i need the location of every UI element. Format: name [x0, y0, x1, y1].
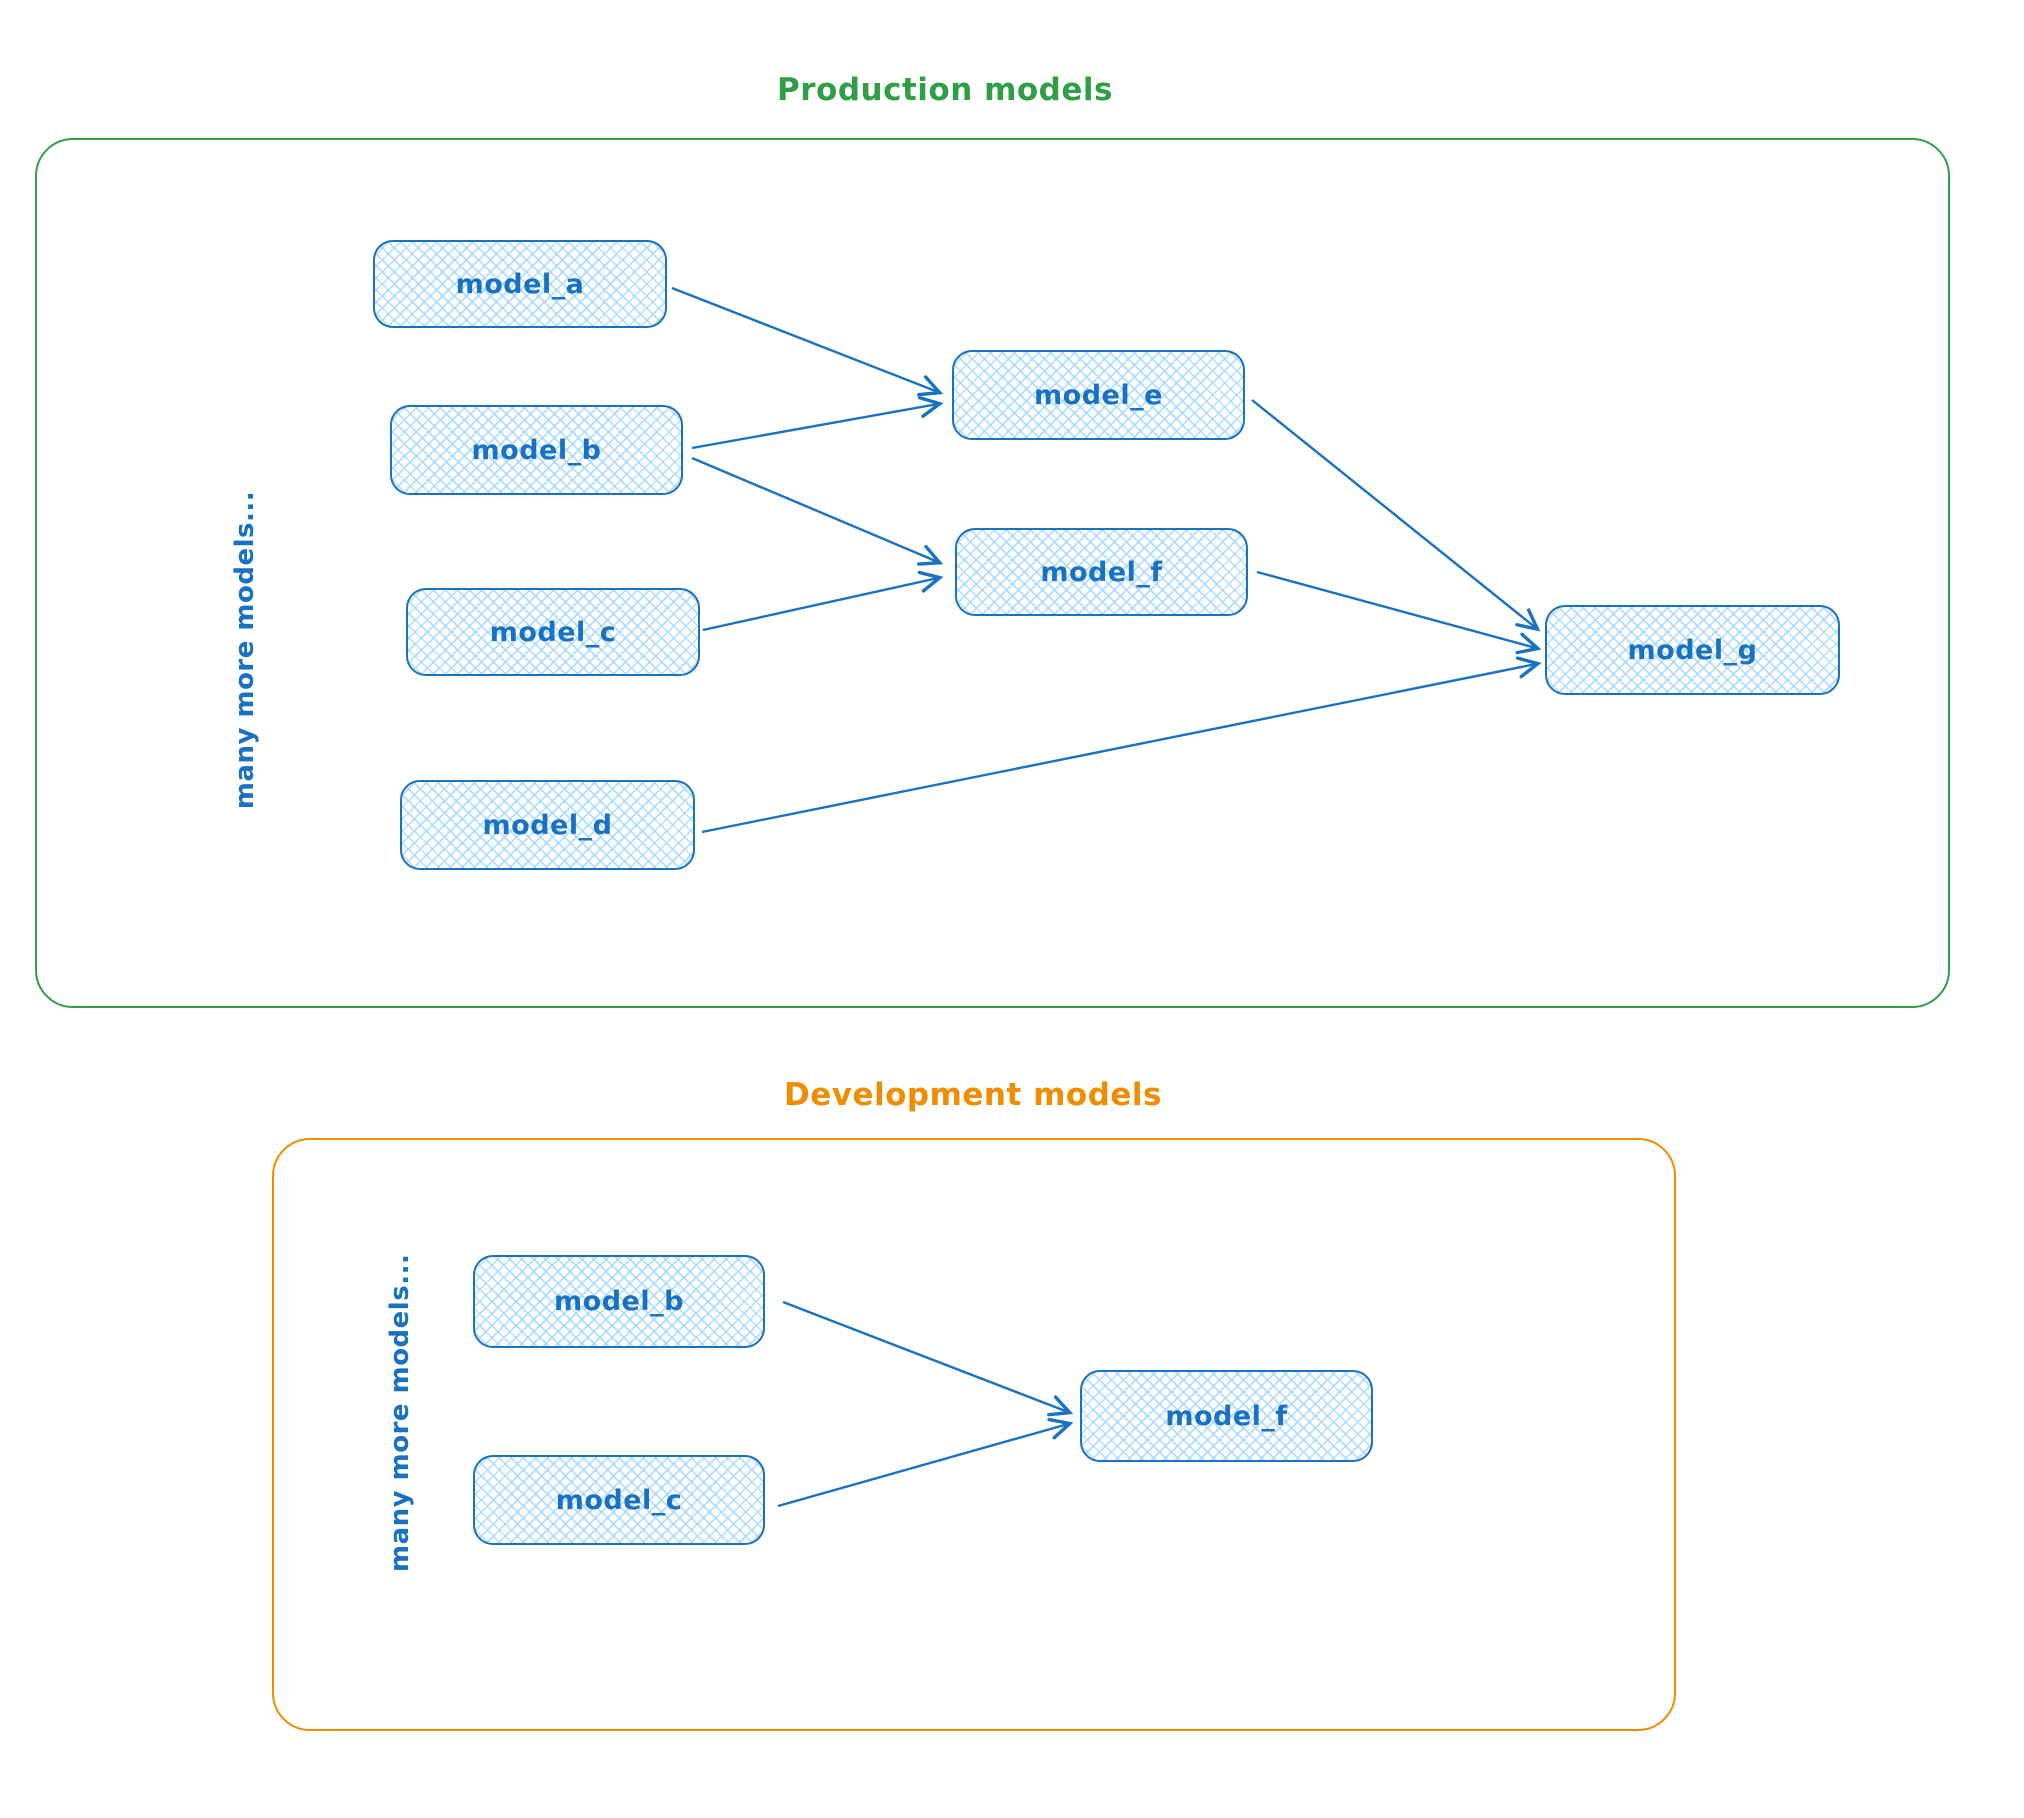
node-model_a: model_a — [373, 240, 667, 328]
node-model_b-label: model_b — [471, 434, 602, 466]
node-dev-model_f: model_f — [1080, 1370, 1373, 1462]
node-model_g-label: model_g — [1627, 634, 1758, 666]
node-model_a-label: model_a — [455, 268, 585, 300]
node-model_d: model_d — [400, 780, 695, 870]
development-side-label: many more models... — [385, 1253, 415, 1572]
node-dev-model_b-label: model_b — [554, 1286, 684, 1317]
node-model_f-label: model_f — [1040, 556, 1163, 588]
node-model_d-label: model_d — [482, 809, 613, 841]
node-dev-model_b: model_b — [473, 1255, 765, 1348]
node-model_f: model_f — [955, 528, 1248, 616]
node-model_e-label: model_e — [1034, 379, 1163, 411]
production-side-label: many more models... — [230, 490, 260, 810]
node-dev-model_c-label: model_c — [555, 1484, 683, 1516]
node-dev-model_c: model_c — [473, 1455, 765, 1545]
development-container — [272, 1138, 1676, 1731]
node-model_g: model_g — [1545, 605, 1840, 695]
node-model_c-label: model_c — [489, 616, 617, 648]
node-dev-model_f-label: model_f — [1165, 1400, 1288, 1432]
production-container — [35, 138, 1950, 1008]
node-model_c: model_c — [406, 588, 700, 676]
development-section-title: Development models — [783, 1077, 1163, 1113]
node-model_e: model_e — [952, 350, 1245, 440]
production-section-title: Production models — [777, 72, 1113, 108]
node-model_b: model_b — [390, 405, 683, 495]
